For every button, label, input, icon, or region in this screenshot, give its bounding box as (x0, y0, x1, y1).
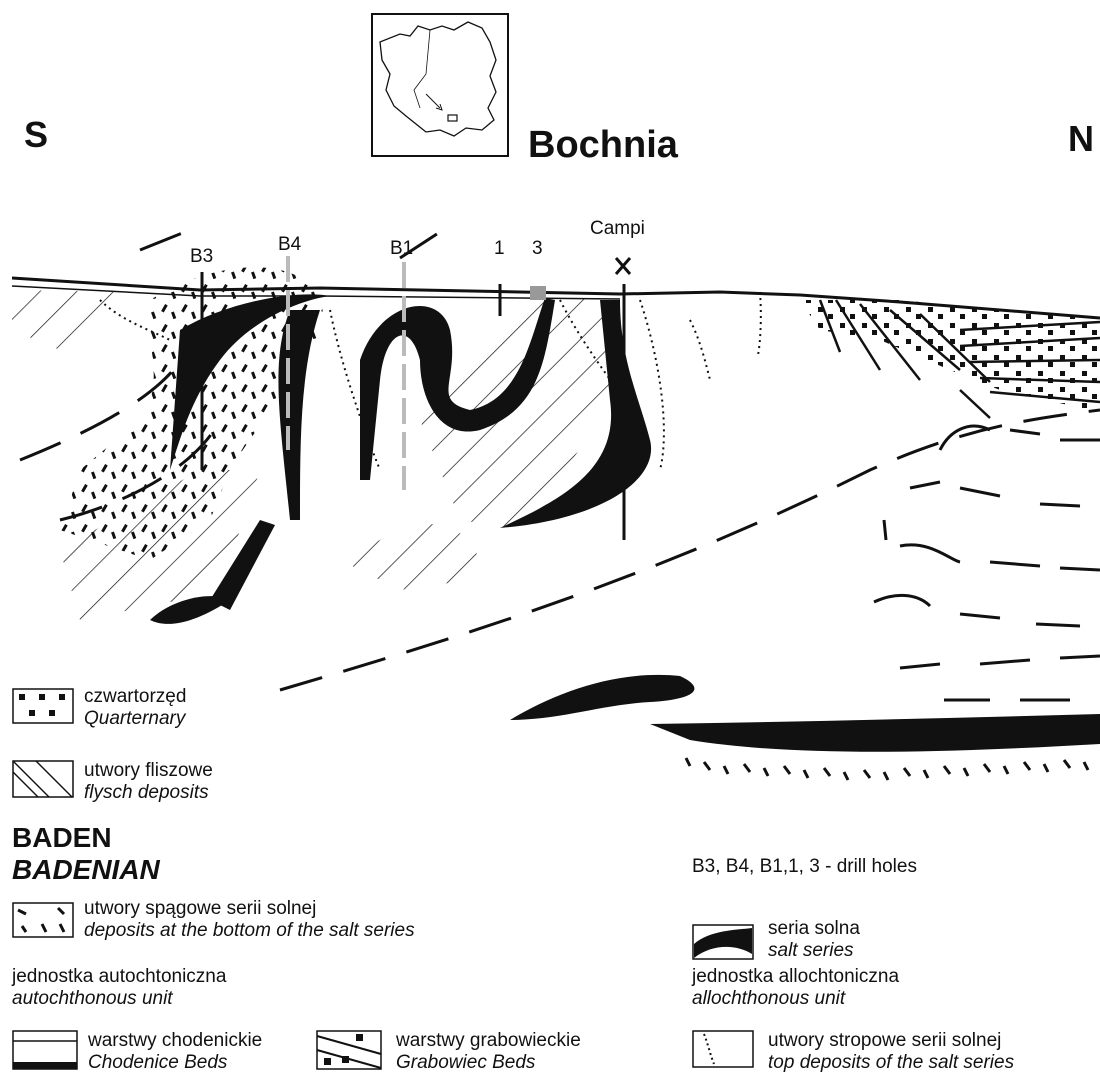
legend-top-salt-pl: utwory stropowe serii solnej (768, 1030, 1001, 1052)
legend-drill-holes-note: B3, B4, B1,1, 3 - drill holes (692, 856, 917, 878)
legend-top-salt-en: top deposits of the salt series (768, 1052, 1014, 1074)
legend-chodenice-pl: warstwy chodenickie (88, 1030, 262, 1052)
legend-salt-series-pl: seria solna (768, 918, 860, 940)
top-salt-deposits-swatch (692, 1030, 754, 1068)
legend-bottom-salt-en: deposits at the bottom of the salt serie… (84, 920, 415, 942)
chodenice-swatch (12, 1030, 78, 1070)
legend-badenian-heading: BADENIAN (12, 854, 160, 886)
legend-bottom-salt-pl: utwory spągowe serii solnej (84, 898, 316, 920)
legend-flysch-en: flysch deposits (84, 782, 209, 804)
legend-quaternary-en: Quarternary (84, 708, 185, 730)
legend-grabowiec-pl: warstwy grabowieckie (396, 1030, 581, 1052)
legend-autochthonous-pl: jednostka autochtoniczna (12, 966, 226, 988)
salt-series-swatch (692, 924, 754, 960)
bottom-salt-deposits-swatch (12, 902, 74, 938)
legend-chodenice-en: Chodenice Beds (88, 1052, 227, 1074)
legend-grabowiec-en: Grabowiec Beds (396, 1052, 535, 1074)
legend-salt-series-en: salt series (768, 940, 854, 962)
flysch-swatch (12, 760, 74, 798)
geologic-cross-section (0, 0, 1100, 800)
legend-quaternary-pl: czwartorzęd (84, 686, 186, 708)
legend-allochthonous-en: allochthonous unit (692, 988, 845, 1010)
legend-flysch-pl: utwory fliszowe (84, 760, 213, 782)
legend-baden-heading: BADEN (12, 822, 112, 854)
grabowiec-swatch (316, 1030, 382, 1070)
legend-autochthonous-en: autochthonous unit (12, 988, 173, 1010)
legend-allochthonous-pl: jednostka allochtoniczna (692, 966, 899, 988)
quaternary-swatch (12, 688, 74, 724)
